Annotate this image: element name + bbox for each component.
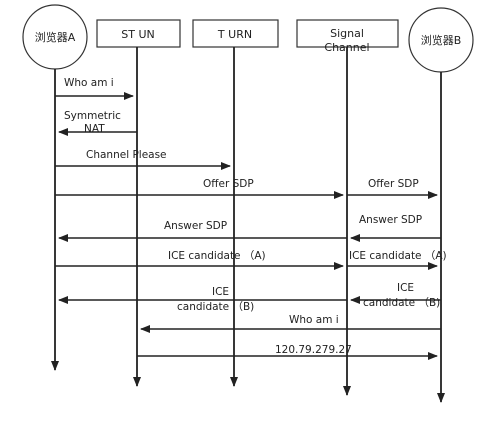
- message-label: Channel Please: [86, 149, 167, 161]
- actor-browser-b: 浏览器B: [408, 7, 474, 73]
- message-answer-sdp-a: Answer SDP: [58, 220, 347, 242]
- message-label-line1: ICE: [212, 286, 229, 298]
- message-label: 120.79.279.27: [275, 344, 352, 356]
- message-label-line2: NAT: [84, 123, 105, 135]
- message-label: Who am i: [64, 77, 114, 89]
- actor-signal-label-line1: Signal: [330, 27, 364, 40]
- actor-signal-channel: Signal Channel: [296, 19, 399, 54]
- message-label: Who am i: [289, 314, 339, 326]
- message-label-line1: Symmetric: [64, 110, 121, 122]
- message-ice-candidate-a-to-signal: ICE candidate （A): [55, 250, 344, 270]
- message-ip-address: 120.79.279.27: [137, 344, 438, 360]
- message-label: ICE candidate （A): [349, 250, 447, 262]
- message-channel-please: Channel Please: [55, 149, 231, 170]
- actor-turn-label: T URN: [217, 28, 252, 41]
- message-label: Offer SDP: [368, 178, 419, 190]
- actor-browser-b-label: 浏览器B: [421, 33, 462, 47]
- message-ice-candidate-b-to-a: ICE candidate （B): [58, 286, 347, 313]
- message-who-am-i-b: Who am i: [140, 314, 441, 333]
- message-label-line1: ICE: [397, 282, 414, 294]
- actor-stun-label: ST UN: [121, 28, 154, 41]
- actor-browser-a: 浏览器A: [22, 4, 88, 70]
- message-who-am-i-a: Who am i: [55, 77, 134, 100]
- message-symmetric-nat: Symmetric NAT: [58, 110, 137, 136]
- actor-stun: ST UN: [96, 19, 181, 48]
- message-offer-sdp-a: Offer SDP: [55, 178, 344, 199]
- actor-browser-a-label: 浏览器A: [35, 30, 76, 44]
- message-label-line2: candidate （B): [177, 301, 254, 313]
- message-label: Offer SDP: [203, 178, 254, 190]
- message-label-line2: candidate （B): [363, 297, 440, 309]
- actor-turn: T URN: [192, 19, 279, 48]
- message-answer-sdp-b: Answer SDP: [350, 214, 441, 242]
- message-label: Answer SDP: [164, 220, 227, 232]
- message-ice-candidate-b-to-signal: ICE candidate （B): [350, 282, 441, 309]
- message-label: Answer SDP: [359, 214, 422, 226]
- message-ice-candidate-a-to-b: ICE candidate （A): [347, 250, 447, 270]
- message-label: ICE candidate （A): [168, 250, 266, 262]
- message-offer-sdp-b: Offer SDP: [347, 178, 438, 199]
